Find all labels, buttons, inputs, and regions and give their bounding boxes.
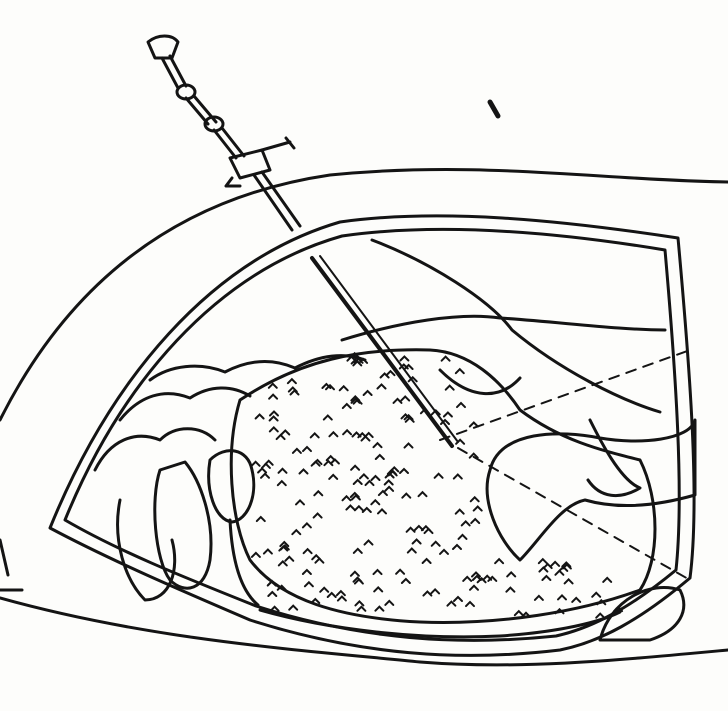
anatomical-illustration	[0, 0, 728, 711]
paper-background	[0, 0, 728, 711]
